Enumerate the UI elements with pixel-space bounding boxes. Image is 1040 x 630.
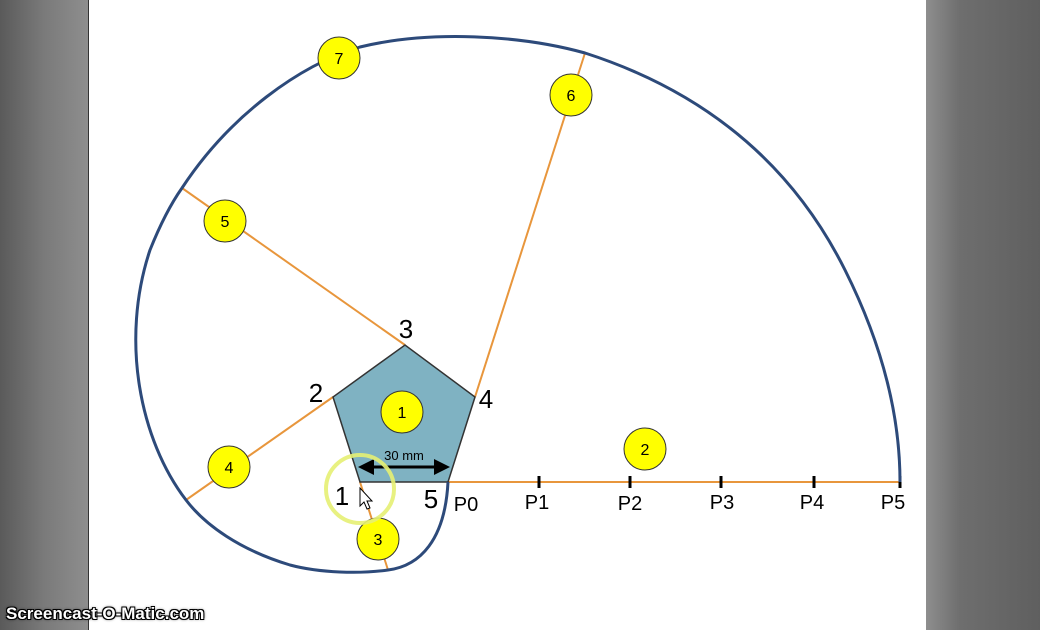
point-label-p1: P1 <box>525 492 549 514</box>
radius-line-2 <box>185 396 334 501</box>
involute-spiral <box>134 35 902 574</box>
point-label-p2: P2 <box>618 493 642 515</box>
badge-2-label: 2 <box>641 442 650 459</box>
badge-5-label: 5 <box>221 214 230 231</box>
badge-6-label: 6 <box>567 88 576 105</box>
vertex-label-1: 1 <box>335 481 349 511</box>
dimension-arrow <box>358 459 450 475</box>
badge-3-label: 3 <box>374 532 383 549</box>
badge-7-label: 7 <box>335 51 344 68</box>
cursor-highlight-ring <box>324 453 396 525</box>
badge-7: 7 <box>317 36 361 80</box>
badge-2: 2 <box>623 427 667 471</box>
vertex-label-2: 2 <box>309 378 323 408</box>
point-label-p4: P4 <box>800 492 824 514</box>
badge-4: 4 <box>207 445 251 489</box>
badge-1-label: 1 <box>398 405 407 422</box>
vertex-label-3: 3 <box>399 314 413 344</box>
vertex-label-5: 5 <box>424 484 438 514</box>
screencast-watermark: Screencast-O-Matic.com <box>6 604 205 623</box>
point-label-p3: P3 <box>710 492 734 514</box>
badge-5: 5 <box>203 199 247 243</box>
vertex-label-4: 4 <box>479 384 493 414</box>
point-label-p0: P0 <box>454 494 478 516</box>
point-label-p5: P5 <box>881 492 905 514</box>
badge-6: 6 <box>549 73 593 117</box>
mouse-pointer-icon <box>359 486 374 510</box>
badge-4-label: 4 <box>225 460 234 477</box>
badge-1: 1 <box>380 390 424 434</box>
page-edge <box>88 0 89 630</box>
left-background-panel <box>0 0 88 630</box>
drawing-page <box>89 0 926 630</box>
right-background-panel <box>926 0 1040 630</box>
dimension-label: 30 mm <box>384 448 424 463</box>
